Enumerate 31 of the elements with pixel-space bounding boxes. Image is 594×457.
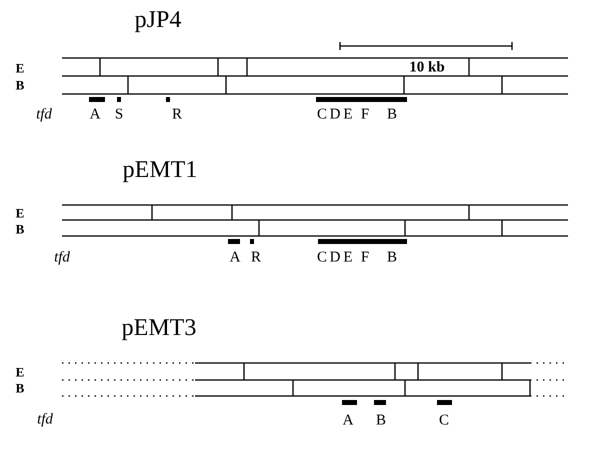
gene-label: E [343, 250, 353, 266]
locus-label: tfd [37, 412, 53, 428]
gene-label: R [172, 108, 182, 122]
gene-label: B [376, 414, 386, 428]
gene-label: A [90, 108, 100, 122]
gene-label: R [251, 250, 261, 266]
row-label: B [16, 382, 24, 394]
row-label: B [16, 78, 24, 92]
row-label: E [16, 206, 24, 220]
gene-label: B [387, 108, 397, 122]
gene-label: F [360, 250, 370, 266]
plasmid-title: pEMT3 [122, 316, 196, 340]
gene-label: E [343, 108, 353, 122]
gene-label: A [230, 250, 240, 266]
gene-label: C [439, 414, 449, 428]
gene-label: D [330, 250, 340, 266]
scale-label: 10 kb [409, 60, 445, 76]
gene-label: C [317, 108, 327, 122]
gene-label: D [330, 108, 340, 122]
locus-label: tfd [36, 108, 52, 122]
row-label: E [16, 62, 24, 74]
gene-label: F [360, 108, 370, 122]
plasmid-title: pJP4 [134, 8, 182, 32]
gene-label: A [342, 414, 354, 428]
plasmid-title: pEMT1 [122, 158, 198, 182]
row-label: E [16, 366, 24, 378]
gene-label: B [387, 250, 397, 266]
locus-label: tfd [54, 250, 70, 266]
gene-label: S [114, 108, 124, 122]
gene-label: C [317, 250, 327, 266]
row-label: B [16, 222, 24, 236]
